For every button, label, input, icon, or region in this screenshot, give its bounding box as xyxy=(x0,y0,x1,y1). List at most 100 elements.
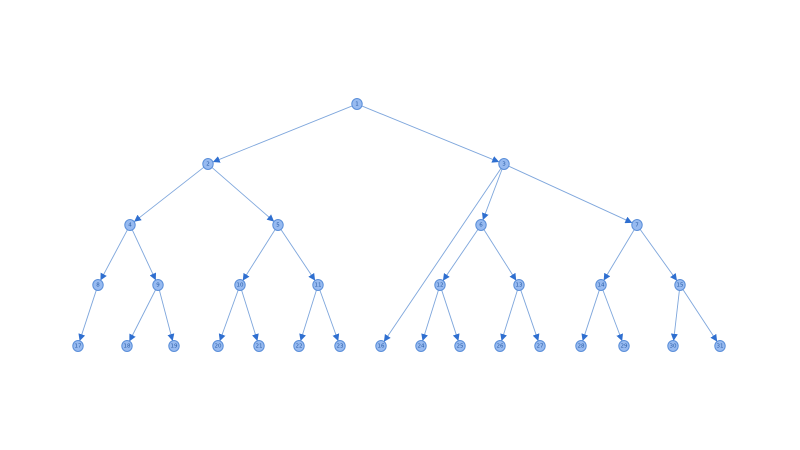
edge-6-12 xyxy=(442,229,479,281)
node-label: 10 xyxy=(237,282,244,288)
edge-5-10 xyxy=(242,229,276,281)
edge-1-3 xyxy=(361,105,500,163)
node-circle xyxy=(92,279,104,291)
node-label: 14 xyxy=(598,282,605,288)
edge-3-6 xyxy=(482,168,503,221)
node-circle xyxy=(212,340,224,352)
node-label: 31 xyxy=(717,343,724,349)
tree-node-8[interactable]: 8 xyxy=(92,279,104,291)
node-circle xyxy=(234,279,246,291)
tree-node-16[interactable]: 16 xyxy=(375,340,387,352)
tree-node-28[interactable]: 28 xyxy=(575,340,587,352)
node-label: 15 xyxy=(677,282,684,288)
tree-node-23[interactable]: 23 xyxy=(334,340,346,352)
edge-8-17 xyxy=(78,289,97,342)
edge-3-7 xyxy=(508,165,633,224)
tree-node-30[interactable]: 30 xyxy=(667,340,679,352)
edge-14-29 xyxy=(602,289,623,342)
tree-node-14[interactable]: 14 xyxy=(595,279,607,291)
node-label: 17 xyxy=(75,343,82,349)
tree-node-9[interactable]: 9 xyxy=(152,279,164,291)
node-circle xyxy=(595,279,607,291)
tree-node-21[interactable]: 21 xyxy=(253,340,265,352)
node-circle xyxy=(168,340,180,352)
node-label: 6 xyxy=(479,222,483,228)
node-circle xyxy=(575,340,587,352)
node-circle xyxy=(534,340,546,352)
node-label: 3 xyxy=(502,161,506,167)
node-label: 13 xyxy=(516,282,523,288)
node-label: 20 xyxy=(215,343,222,349)
tree-node-7[interactable]: 7 xyxy=(631,219,643,231)
edge-1-2 xyxy=(212,105,353,163)
tree-node-22[interactable]: 22 xyxy=(293,340,305,352)
node-circle xyxy=(674,279,686,291)
tree-node-26[interactable]: 26 xyxy=(494,340,506,352)
node-circle xyxy=(253,340,265,352)
edge-9-19 xyxy=(158,289,175,342)
node-label: 22 xyxy=(296,343,303,349)
node-label: 30 xyxy=(670,343,677,349)
edge-4-9 xyxy=(131,229,157,281)
edge-2-4 xyxy=(133,166,205,223)
tree-node-4[interactable]: 4 xyxy=(124,219,136,231)
node-circle xyxy=(454,340,466,352)
edge-2-5 xyxy=(211,167,275,222)
edge-15-30 xyxy=(670,290,680,341)
tree-node-19[interactable]: 19 xyxy=(168,340,180,352)
node-label: 2 xyxy=(206,161,210,167)
tree-node-31[interactable]: 31 xyxy=(714,340,726,352)
edge-15-31 xyxy=(682,289,718,342)
node-label: 8 xyxy=(96,282,100,288)
node-label: 18 xyxy=(124,343,131,349)
tree-node-10[interactable]: 10 xyxy=(234,279,246,291)
tree-node-12[interactable]: 12 xyxy=(434,279,446,291)
edge-10-21 xyxy=(241,289,259,342)
node-circle xyxy=(152,279,164,291)
tree-node-1[interactable]: 1 xyxy=(351,98,363,110)
tree-node-25[interactable]: 25 xyxy=(454,340,466,352)
node-label: 16 xyxy=(378,343,385,349)
edge-10-20 xyxy=(218,289,239,342)
node-circle xyxy=(202,158,214,170)
tree-node-18[interactable]: 18 xyxy=(121,340,133,352)
node-circle xyxy=(714,340,726,352)
tree-node-29[interactable]: 29 xyxy=(618,340,630,352)
edge-7-14 xyxy=(603,229,635,281)
tree-node-24[interactable]: 24 xyxy=(415,340,427,352)
tree-node-17[interactable]: 17 xyxy=(72,340,84,352)
tree-node-5[interactable]: 5 xyxy=(272,219,284,231)
tree-node-27[interactable]: 27 xyxy=(534,340,546,352)
node-circle xyxy=(312,279,324,291)
tree-node-3[interactable]: 3 xyxy=(498,158,510,170)
node-label: 24 xyxy=(418,343,425,349)
node-label: 23 xyxy=(337,343,344,349)
edge-11-22 xyxy=(299,289,317,342)
node-label: 9 xyxy=(156,282,160,288)
node-circle xyxy=(334,340,346,352)
edge-3-16 xyxy=(383,168,502,342)
edge-5-11 xyxy=(280,229,316,281)
edges-layer xyxy=(78,105,718,342)
tree-node-15[interactable]: 15 xyxy=(674,279,686,291)
tree-node-20[interactable]: 20 xyxy=(212,340,224,352)
tree-node-2[interactable]: 2 xyxy=(202,158,214,170)
node-label: 11 xyxy=(315,282,322,288)
edge-9-18 xyxy=(128,289,157,342)
node-circle xyxy=(498,158,510,170)
node-circle xyxy=(631,219,643,231)
tree-node-6[interactable]: 6 xyxy=(475,219,487,231)
tree-node-11[interactable]: 11 xyxy=(312,279,324,291)
tree-node-13[interactable]: 13 xyxy=(513,279,525,291)
node-label: 27 xyxy=(537,343,544,349)
node-label: 21 xyxy=(256,343,263,349)
edge-12-25 xyxy=(441,289,460,342)
node-label: 5 xyxy=(276,222,280,228)
node-circle xyxy=(513,279,525,291)
node-label: 1 xyxy=(355,101,359,107)
node-circle xyxy=(121,340,133,352)
node-label: 19 xyxy=(171,343,178,349)
node-circle xyxy=(124,219,136,231)
